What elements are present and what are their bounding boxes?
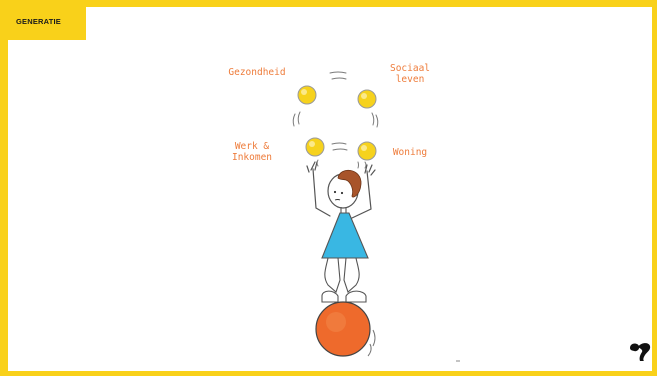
juggler-dress [321,212,369,259]
frame-bottom-border [0,371,657,376]
label-sociaal-leven: Sociaal leven [389,63,431,85]
frame-left-border [0,0,8,376]
balance-ball [315,301,460,362]
label-werk-inkomen: Werk & Inkomen [231,141,273,163]
frame-right-border [652,0,657,376]
juggling-ball-woning [357,141,377,161]
brand-logo-icon [630,343,651,361]
frame-top-border [0,0,657,7]
section-tag-label: GENERATIE [16,17,61,26]
label-woning: Woning [392,147,428,158]
label-gezondheid: Gezondheid [228,67,286,78]
section-tag: GENERATIE [0,0,86,40]
juggling-ball-sociaal [357,89,377,109]
juggler-arms [306,161,376,219]
juggling-ball-werk [305,137,325,157]
juggler-legs [321,257,367,303]
juggling-ball-gezondheid [297,85,317,105]
juggler-head [327,170,362,213]
